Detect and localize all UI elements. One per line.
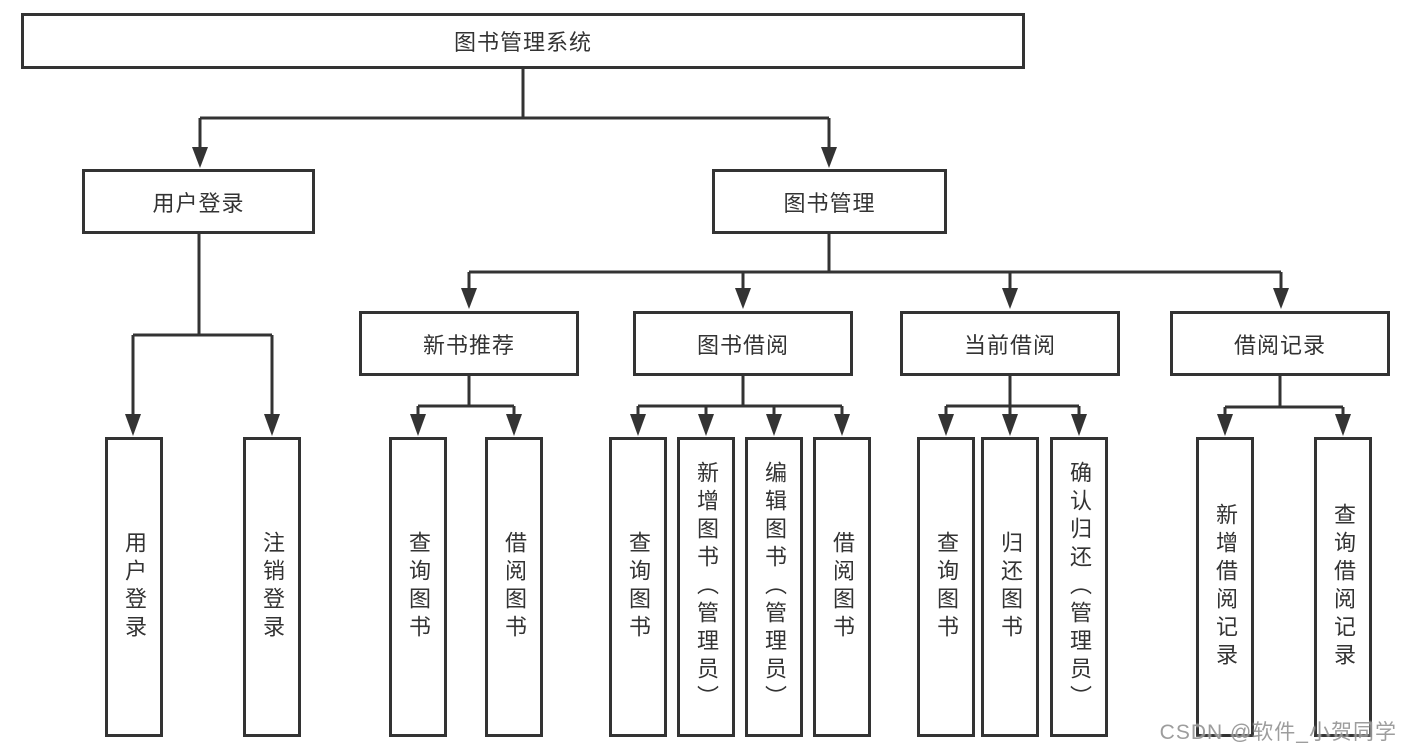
leaf-edit-books-admin: 编辑图书（管理员） [745,437,803,737]
arrowheads [125,147,1351,436]
leaf-borrow-books-borrowing: 借阅图书 [813,437,871,737]
leaf-logout-login: 注销登录 [243,437,301,737]
node-borrowing-records-label: 借阅记录 [1233,332,1326,358]
leaf-add-books-admin-label: 新增图书（管理员） [694,461,719,713]
node-new-book-recommendation: 新书推荐 [359,311,579,376]
leaf-confirm-return-admin-label: 确认归还（管理员） [1067,461,1092,713]
leaf-borrow-books-recommend: 借阅图书 [485,437,543,737]
leaf-borrow-books-recommend-label: 借阅图书 [502,531,527,643]
csdn-watermark: CSDN @软件_小贺同学 [1159,721,1397,744]
node-user-login-label: 用户登录 [152,190,245,216]
leaf-query-books-current-label: 查询图书 [934,531,959,643]
leaf-logout-login-label: 注销登录 [260,531,285,643]
node-user-login: 用户登录 [82,169,315,234]
node-root-label: 图书管理系统 [453,30,592,55]
node-book-management: 图书管理 [712,169,947,234]
leaf-query-books-current: 查询图书 [917,437,975,737]
node-current-borrowing-label: 当前借阅 [963,332,1056,358]
leaf-add-borrow-record-label: 新增借阅记录 [1213,503,1238,671]
node-book-borrowing: 图书借阅 [633,311,853,376]
leaf-query-borrow-record: 查询借阅记录 [1314,437,1372,737]
leaf-query-books-recommend: 查询图书 [389,437,447,737]
node-current-borrowing: 当前借阅 [900,311,1120,376]
node-new-book-recommendation-label: 新书推荐 [422,332,515,358]
leaf-query-books-borrowing-label: 查询图书 [626,531,651,643]
leaf-return-books: 归还图书 [981,437,1039,737]
node-borrowing-records: 借阅记录 [1170,311,1390,376]
leaf-borrow-books-borrowing-label: 借阅图书 [830,531,855,643]
leaf-return-books-label: 归还图书 [998,531,1023,643]
node-book-borrowing-label: 图书借阅 [696,332,789,358]
leaf-edit-books-admin-label: 编辑图书（管理员） [762,461,787,713]
leaf-user-login-label: 用户登录 [122,531,147,643]
leaf-query-borrow-record-label: 查询借阅记录 [1331,503,1356,671]
leaf-query-books-recommend-label: 查询图书 [406,531,431,643]
leaf-confirm-return-admin: 确认归还（管理员） [1050,437,1108,737]
leaf-add-borrow-record: 新增借阅记录 [1196,437,1254,737]
leaf-query-books-borrowing: 查询图书 [609,437,667,737]
node-book-management-label: 图书管理 [783,190,876,216]
leaf-user-login: 用户登录 [105,437,163,737]
node-root: 图书管理系统 [21,13,1025,69]
leaf-add-books-admin: 新增图书（管理员） [677,437,735,737]
